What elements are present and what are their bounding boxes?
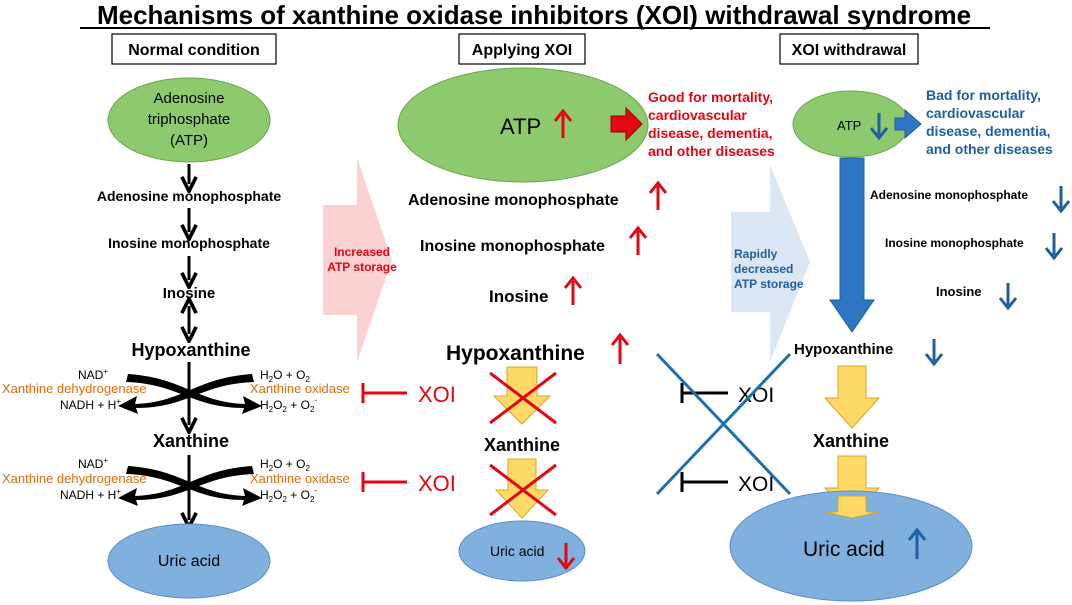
withdrawal-atp-down-arrow <box>869 113 889 141</box>
decreased-atp-storage-line3: ATP storage <box>734 277 804 291</box>
withdrawal-atp-label: ATP <box>837 118 861 133</box>
applying-inosine-label: Inosine <box>489 287 549 306</box>
decreased-atp-storage-line2: decreased <box>734 262 793 276</box>
normal-nadh-1: NADH + H+ <box>60 397 121 412</box>
withdrawal-inosine-down-arrow <box>998 283 1018 311</box>
applying-atp-label: ATP <box>500 114 541 139</box>
withdrawn-xoi-inhibitor-2: XOI <box>680 472 774 496</box>
withdrawal-atp-node: ATP <box>792 90 910 158</box>
normal-xo-2: Xanthine oxidase <box>250 471 350 486</box>
applying-header-box: Applying XOI <box>458 33 586 65</box>
bad-effect-line2: cardiovascular <box>926 105 1025 121</box>
normal-xo-1: Xanthine oxidase <box>250 381 350 396</box>
normal-nad-1: NAD+ <box>78 367 108 382</box>
normal-inosine-label: Inosine <box>163 285 216 302</box>
withdrawal-hypoxanthine-down-arrow <box>924 339 944 367</box>
normal-uric-acid-node: Uric acid <box>107 523 271 599</box>
withdrawal-imp-down-arrow <box>1044 233 1064 261</box>
applying-inosine-up-arrow <box>563 275 583 305</box>
bad-effect-line1: Bad for mortality, <box>926 87 1041 103</box>
good-effect-line2: cardiovascular <box>648 107 747 123</box>
applying-atp-node: ATP <box>397 67 649 183</box>
withdrawal-big-down-arrow <box>829 157 875 333</box>
applying-atp-up-arrow <box>553 108 573 138</box>
xoi-inhibitor-1: XOI <box>361 382 456 407</box>
withdrawal-hypoxanthine-label: Hypoxanthine <box>794 341 893 358</box>
normal-atp-node: Adenosine triphosphate (ATP) <box>107 77 271 163</box>
withdrawal-amp-label: Adenosine monophosphate <box>870 188 1028 202</box>
withdrawal-header: XOI withdrawal <box>792 42 907 59</box>
good-effect-line3: disease, dementia, <box>648 125 773 141</box>
withdrawal-yellow-arrow-tip <box>824 495 880 519</box>
decreased-atp-storage-line1: Rapidly <box>734 247 778 261</box>
normal-header: Normal condition <box>128 42 260 59</box>
decreased-atp-storage-arrow <box>731 165 810 362</box>
bad-effect-line3: disease, dementia, <box>926 123 1051 139</box>
withdrawal-header-box: XOI withdrawal <box>779 33 919 65</box>
withdrawal-uric-acid-up-arrow <box>907 527 927 559</box>
applying-xanthine-label: Xanthine <box>484 435 560 455</box>
normal-enzyme-cross-1 <box>118 374 262 414</box>
applying-uric-acid-down-arrow <box>556 543 576 571</box>
normal-h2o2-1: H2O2 + O2- <box>260 396 317 414</box>
normal-header-box: Normal condition <box>111 33 277 65</box>
withdrawn-xoi-label-2: XOI <box>738 473 774 496</box>
normal-atp-line1: Adenosine <box>154 90 225 107</box>
withdrawal-imp-label: Inosine monophosphate <box>885 236 1024 250</box>
withdrawal-uric-acid-node: Uric acid <box>729 490 973 602</box>
applying-blocked-arrow-2 <box>489 458 557 519</box>
normal-enzyme-cross-2 <box>118 466 262 506</box>
normal-uric-acid-label: Uric acid <box>158 553 220 570</box>
normal-nad-2: NAD+ <box>78 456 108 471</box>
increased-atp-storage-line1: Increased <box>334 245 390 259</box>
withdrawal-amp-down-arrow <box>1051 186 1071 214</box>
xoi-label-2: XOI <box>418 471 456 496</box>
xoi-label-1: XOI <box>418 382 456 407</box>
normal-nadh-2: NADH + H+ <box>60 487 121 502</box>
increased-atp-storage-arrow <box>323 158 392 362</box>
applying-uric-acid-node: Uric acid <box>458 520 586 582</box>
increased-atp-storage-line2: ATP storage <box>327 260 397 274</box>
normal-xdh-2: Xanthine dehydrogenase <box>2 471 147 486</box>
withdrawal-xanthine-label: Xanthine <box>813 431 889 451</box>
withdrawal-inosine-label: Inosine <box>936 284 982 299</box>
normal-amp-label: Adenosine monophosphate <box>97 188 282 204</box>
applying-blocked-arrow-1 <box>489 366 557 425</box>
good-effect-line1: Good for mortality, <box>648 89 773 105</box>
diagram-title: Mechanisms of xanthine oxidase inhibitor… <box>97 0 971 30</box>
applying-imp-label: Inosine monophosphate <box>420 238 605 255</box>
normal-hypoxanthine-label: Hypoxanthine <box>131 340 250 360</box>
normal-h2o-o2-2: H2O + O2 <box>260 457 310 473</box>
normal-h2o-o2-1: H2O + O2 <box>260 368 310 384</box>
applying-amp-label: Adenosine monophosphate <box>408 192 619 209</box>
withdrawal-uric-acid-label: Uric acid <box>803 538 885 561</box>
good-effect-line4: and other diseases <box>648 143 775 159</box>
normal-xdh-1: Xanthine dehydrogenase <box>2 381 147 396</box>
withdrawal-yellow-arrow-1 <box>823 365 881 429</box>
normal-h2o2-2: H2O2 + O2- <box>260 486 317 504</box>
xoi-inhibitor-2: XOI <box>361 471 456 496</box>
normal-atp-line3: (ATP) <box>170 132 208 149</box>
applying-uric-acid-label: Uric acid <box>490 543 544 559</box>
applying-hypoxanthine-label: Hypoxanthine <box>446 342 585 365</box>
applying-hypoxanthine-up-arrow <box>610 332 630 364</box>
withdrawal-cross-line-2 <box>655 352 792 496</box>
bad-effect-line4: and other diseases <box>926 141 1053 157</box>
applying-header: Applying XOI <box>472 42 572 59</box>
normal-imp-label: Inosine monophosphate <box>108 235 270 251</box>
applying-amp-up-arrow <box>648 180 668 210</box>
applying-imp-up-arrow <box>628 225 648 255</box>
good-effect-arrow <box>610 106 643 142</box>
normal-xanthine-label: Xanthine <box>153 431 229 451</box>
normal-atp-line2: triphosphate <box>148 111 231 128</box>
bad-effect-arrow <box>894 108 922 140</box>
